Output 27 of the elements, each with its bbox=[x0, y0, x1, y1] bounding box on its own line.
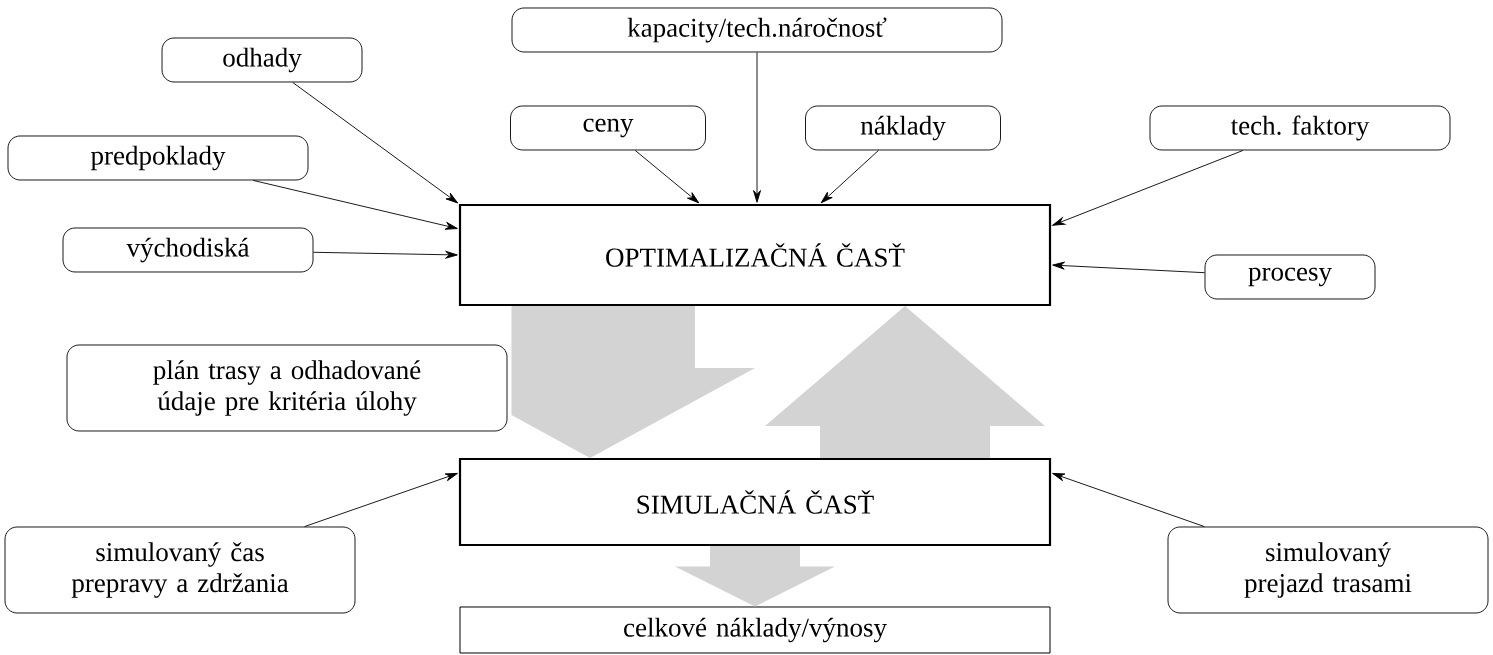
arrow bbox=[313, 250, 458, 259]
rounded-label-box: náklady bbox=[805, 105, 1001, 151]
process-box: SIMULAČNÁ ČASŤ bbox=[458, 457, 1052, 547]
rounded-label-box: predpoklady bbox=[7, 135, 309, 181]
rounded-label-box: odhady bbox=[161, 37, 363, 83]
rounded-label-box: tech. faktory bbox=[1149, 105, 1451, 151]
rounded-label-box: ceny bbox=[510, 105, 706, 151]
rounded-label-box: kapacity/tech.náročnosť bbox=[511, 7, 1003, 53]
rounded-label-box: procesy bbox=[1204, 254, 1376, 300]
arrow bbox=[1052, 150, 1244, 226]
arrow bbox=[1052, 472, 1205, 527]
process-box: OPTIMALIZAČNÁ ČASŤ bbox=[458, 203, 1052, 307]
arrow bbox=[634, 150, 700, 204]
block-arrow bbox=[765, 306, 1045, 458]
arrow bbox=[820, 150, 879, 204]
rounded-label-box: simulovaný prejazd trasami bbox=[1167, 526, 1489, 614]
result-box: celkové náklady/výnosy bbox=[459, 606, 1051, 654]
block-arrow bbox=[675, 546, 835, 607]
rounded-label-box: východiská bbox=[62, 227, 314, 273]
block-arrow bbox=[511, 306, 755, 458]
arrow bbox=[304, 472, 458, 527]
rounded-label-box: simulovaný čas prepravy a zdržania bbox=[4, 526, 356, 614]
arrow bbox=[292, 82, 459, 204]
arrow bbox=[1052, 261, 1205, 274]
rounded-label-box: plán trasy a odhadované údaje pre kritéria úlohy bbox=[66, 344, 508, 432]
arrow bbox=[753, 52, 761, 203]
arrow bbox=[252, 180, 458, 230]
